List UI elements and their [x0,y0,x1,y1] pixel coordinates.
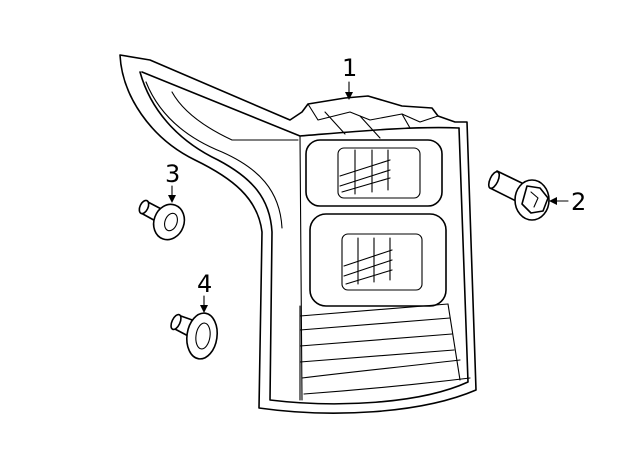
middle-light-fins [343,237,393,285]
upper-light-inner [337,147,421,199]
grommet-4-tip [170,313,182,331]
lamp-housing-rim [139,71,469,405]
lamp-flange-strip [145,81,283,229]
lamp-flange-edge [171,91,299,141]
lamp-housing-outline [119,54,477,414]
bolt-shank-tip [487,170,501,190]
bolt-hex-head [521,185,549,214]
grommet-4-center [195,322,211,350]
callout-3-arrow [168,195,176,203]
pin-3-head [152,203,186,241]
bolt-part [487,170,550,221]
callout-3-label: 3 [165,160,180,188]
grommet-4-body [186,312,218,360]
callout-4-label: 4 [197,270,212,298]
push-pin-part [138,199,186,241]
lamp-top-edge-inner [299,135,303,401]
callout-2-label: 2 [571,188,586,216]
bolt-hex-facet [530,191,539,208]
lower-lens-side [299,303,461,401]
callout-1-label: 1 [342,54,357,82]
upper-light-fins [339,149,391,195]
callout-4: 4 [197,270,212,313]
middle-light-frame [309,213,447,307]
callout-2: 2 [549,188,586,216]
lamp-top-tabs [307,103,439,123]
pin-3-head-center [164,212,178,232]
callout-4-arrow [200,305,208,313]
callout-1: 1 [342,54,357,100]
grommet-part [170,312,218,360]
lamp-top-edge [141,71,460,137]
lower-lens-stripes [299,303,471,395]
middle-light-inner [341,233,423,291]
callout-1-arrow [345,92,353,100]
upper-light-frame [305,139,443,207]
callout-3: 3 [165,160,180,203]
pin-3-tip [138,199,150,215]
callout-2-arrow [549,197,557,205]
tail-lamp-assembly [119,54,477,414]
lamp-top-tab-detail [324,111,411,139]
